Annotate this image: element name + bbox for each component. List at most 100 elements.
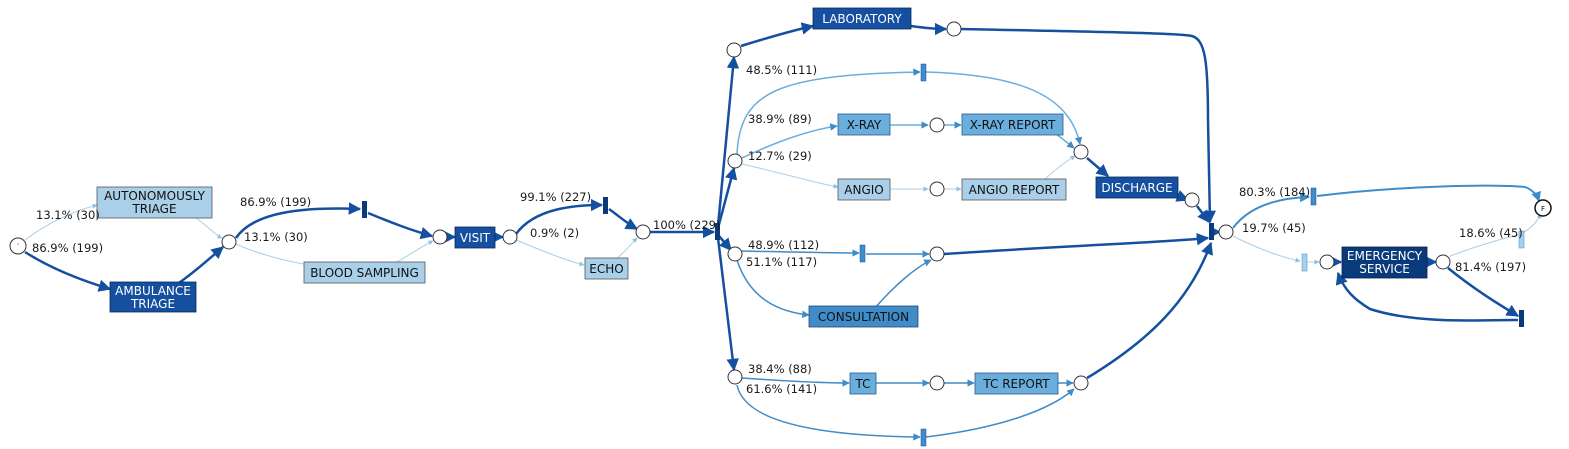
activity-discharge[interactable]: DISCHARGE bbox=[1095, 176, 1179, 199]
silent-bar bbox=[1310, 187, 1317, 206]
edge-node-lab bbox=[740, 22, 815, 48]
activity-angio-report[interactable]: ANGIO REPORT bbox=[961, 178, 1067, 201]
activity-ambulance-triage[interactable]: AMBULANCE TRIAGE bbox=[109, 281, 197, 313]
place bbox=[929, 246, 945, 262]
edge-esnode-loop bbox=[1447, 267, 1520, 318]
edge-join-upper bbox=[234, 202, 362, 239]
activity-label: DISCHARGE bbox=[1101, 181, 1172, 195]
edge-cons-go bbox=[736, 259, 810, 319]
silent-bar bbox=[1519, 310, 1524, 327]
silent-bar bbox=[920, 428, 927, 447]
silent-bar bbox=[920, 63, 927, 82]
activity-label: TC bbox=[854, 377, 870, 391]
edge-label: 86.9% (199) bbox=[240, 195, 311, 209]
edge-angioreport-join bbox=[1044, 155, 1076, 180]
activity-tc[interactable]: TC bbox=[849, 372, 877, 395]
place bbox=[727, 153, 743, 169]
place bbox=[1435, 254, 1451, 270]
edge-label: 38.9% (89) bbox=[748, 112, 812, 126]
edge-start-autonomous bbox=[24, 203, 98, 241]
edge-xrayreport-join bbox=[1054, 132, 1075, 149]
edge-consultation-node bbox=[874, 259, 932, 309]
activity-blood-sampling[interactable]: BLOOD SAMPLING bbox=[303, 261, 426, 284]
place bbox=[432, 229, 448, 245]
edge-tc-skip bbox=[736, 384, 921, 441]
edge-discharge-final bbox=[1196, 205, 1210, 223]
edge-label: 48.5% (111) bbox=[746, 63, 817, 77]
silent-transitions bbox=[362, 63, 1525, 447]
activity-x-ray-report[interactable]: X-RAY REPORT bbox=[961, 113, 1064, 136]
place bbox=[1218, 224, 1234, 240]
activity-label: LABORATORY bbox=[822, 12, 902, 26]
place bbox=[929, 181, 945, 197]
activity-label: ANGIO REPORT bbox=[969, 183, 1060, 197]
edge-upper-end bbox=[1316, 184, 1541, 202]
edge-final-upper bbox=[1232, 192, 1310, 229]
end-place[interactable] bbox=[1534, 199, 1552, 217]
activity-label: TC REPORT bbox=[982, 377, 1050, 391]
edge-split-cons bbox=[718, 235, 732, 251]
edge-split-lab bbox=[716, 55, 740, 227]
activity-echo[interactable]: ECHO bbox=[584, 257, 629, 280]
edge-label: 99.1% (227) bbox=[520, 190, 591, 204]
activity-label: CONSULTATION bbox=[818, 310, 909, 324]
activity-label: VISIT bbox=[460, 231, 491, 245]
activity-tc-report[interactable]: TC REPORT bbox=[974, 372, 1059, 395]
activity-label: TRIAGE bbox=[130, 297, 175, 311]
edge-tcjoin-final bbox=[1086, 241, 1213, 380]
place bbox=[221, 234, 237, 250]
activity-angio[interactable]: ANGIO bbox=[837, 178, 891, 201]
edge-echo-merge bbox=[614, 237, 638, 261]
silent-bar bbox=[715, 223, 720, 240]
edge-label: 86.9% (199) bbox=[32, 241, 103, 255]
edge-cons-skip bbox=[741, 249, 860, 257]
activity-x-ray[interactable]: X-RAY bbox=[837, 113, 891, 136]
place bbox=[635, 224, 651, 240]
edge-skip-tcjoin bbox=[925, 388, 1075, 438]
edge-blood-visit bbox=[394, 240, 434, 264]
edge-label: 61.6% (141) bbox=[746, 382, 817, 396]
start-place[interactable] bbox=[9, 237, 27, 255]
edge-label: 80.3% (184) bbox=[1239, 185, 1310, 199]
activity-label: TRIAGE bbox=[131, 202, 176, 216]
activity-label: ECHO bbox=[589, 262, 623, 276]
edge-labels: 13.1% (30) 86.9% (199) 86.9% (199) 13.1%… bbox=[32, 63, 1526, 396]
start-symbol: · bbox=[17, 240, 20, 249]
activity-label: EMERGENCY bbox=[1347, 249, 1423, 263]
activity-label: AMBULANCE bbox=[115, 284, 191, 298]
place bbox=[929, 375, 945, 391]
silent-bar bbox=[1518, 230, 1525, 249]
place bbox=[727, 369, 743, 385]
edge-exam-skip bbox=[736, 68, 921, 155]
edge-label: 19.7% (45) bbox=[1242, 221, 1306, 235]
edge-ambulance-join bbox=[175, 246, 224, 287]
place bbox=[1319, 254, 1335, 270]
edge-label: 13.1% (30) bbox=[36, 208, 100, 222]
edge-upper-merge bbox=[608, 207, 639, 231]
edge-join-blood bbox=[235, 243, 311, 267]
edge-label: 38.4% (88) bbox=[748, 362, 812, 376]
edge-lab-node bbox=[910, 22, 948, 36]
edge-loop-back bbox=[1335, 271, 1519, 322]
edges bbox=[24, 22, 1542, 441]
end-symbol: F bbox=[1541, 205, 1545, 213]
edge-label: 51.1% (117) bbox=[746, 255, 817, 269]
edge-final-lower bbox=[1232, 235, 1301, 263]
activity-laboratory[interactable]: LABORATORY bbox=[812, 7, 912, 30]
edge-tc-go bbox=[741, 377, 850, 387]
edge-lab-final bbox=[960, 27, 1217, 224]
silent-bar bbox=[1301, 253, 1308, 272]
activity-emergency-service[interactable]: EMERGENCY SERVICE bbox=[1341, 246, 1428, 279]
silent-bar bbox=[362, 201, 367, 218]
edge-visit-echo bbox=[515, 239, 585, 267]
silent-bar bbox=[1209, 223, 1214, 240]
place bbox=[1073, 375, 1089, 391]
place bbox=[1073, 144, 1089, 160]
activity-autonomously-triage[interactable]: AUTONOMOUSLY TRIAGE bbox=[96, 186, 213, 219]
edge-label: 0.9% (2) bbox=[530, 226, 579, 240]
activity-consultation[interactable]: CONSULTATION bbox=[808, 305, 919, 328]
activity-label: BLOOD SAMPLING bbox=[310, 266, 419, 280]
activity-visit[interactable]: VISIT bbox=[454, 226, 496, 249]
place bbox=[726, 42, 742, 58]
edge-label: 18.6% (45) bbox=[1459, 226, 1523, 240]
